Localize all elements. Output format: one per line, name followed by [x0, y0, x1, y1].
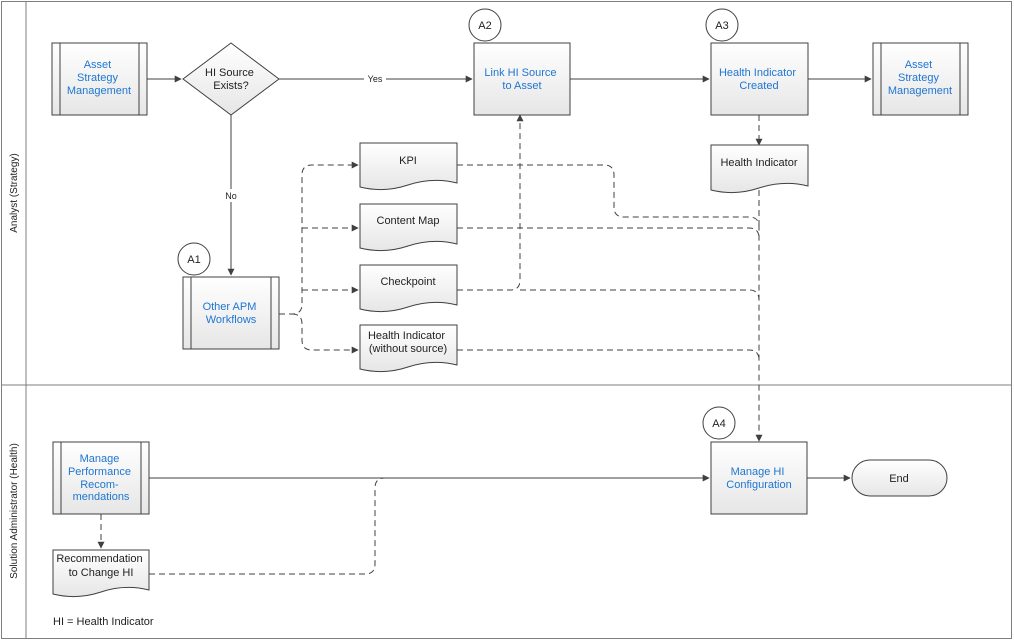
step-other-apm-workflows[interactable]: Other APM Workflows [182, 276, 280, 350]
document-checkpoint: Checkpoint [359, 264, 458, 313]
link-hi-line-2: to Asset [502, 80, 541, 92]
asm-left-line-1: Asset [84, 59, 112, 71]
asm-right-line-1: Asset [905, 59, 933, 71]
svg-text:Asset Strategy Man: Asset Strategy Management [888, 59, 952, 97]
checkpoint-label: Checkpoint [380, 276, 435, 288]
asm-left-line-2: Strategy [77, 72, 118, 84]
svg-text:A1: A1 [187, 254, 200, 266]
hi-created-line-1: Health Indicator [719, 67, 796, 79]
health-indicator-doc-label: Health Indicator [720, 157, 797, 169]
decision-line-1: HI Source [205, 67, 254, 79]
svg-text:Manage HI Configuration: Manage HI Configuration [726, 466, 791, 491]
lane-label-analyst: Analyst (Strategy) [9, 153, 20, 232]
manage-hi-line-1: Manage HI [731, 466, 785, 478]
other-apm-line-2: Workflows [206, 314, 257, 326]
svg-text:Health Indicator Created: Health Indicator Created [719, 67, 799, 92]
svg-text:Recommendation to Change: Recommendation to Change HI [56, 553, 145, 579]
edge-checkpoint-right [520, 289, 760, 301]
edge-hi-without-right [457, 349, 760, 361]
manage-perf-line-2: Performance [68, 466, 131, 478]
document-recommendation: Recommendation to Change HI [52, 549, 150, 598]
link-hi-line-1: Link HI Source [484, 67, 556, 79]
marker-a1: A1 [177, 242, 211, 276]
asm-right-line-2: Strategy [898, 72, 939, 84]
step-asset-strategy-management-right[interactable]: Asset Strategy Management [872, 42, 969, 116]
recommendation-line-2: to Change HI [69, 567, 134, 579]
terminator-end: End [851, 459, 948, 497]
footnote: HI = Health Indicator [53, 616, 154, 628]
edge-label-no: No [225, 191, 237, 201]
edge-apm-to-hi-without [291, 313, 359, 354]
hi-created-line-2: Created [739, 80, 778, 92]
manage-perf-line-4: mendations [73, 491, 130, 503]
document-content-map: Content Map [359, 203, 458, 252]
edge-checkpoint-to-link [457, 114, 524, 291]
step-asset-strategy-management-left[interactable]: Asset Strategy Management [51, 42, 148, 116]
marker-a3: A3 [705, 8, 739, 42]
svg-text:Other APM Workflows: Other APM Workflows [203, 301, 260, 326]
edge-content-map-right [457, 227, 760, 239]
document-hi-without-source: Health Indicator (without source) [359, 324, 458, 373]
svg-text:Manage Performance: Manage Performance Recom- mendations [68, 453, 134, 503]
manage-perf-line-1: Manage [80, 453, 120, 465]
decision-line-2: Exists? [213, 80, 248, 92]
document-kpi: KPI [359, 142, 458, 191]
svg-text:Health Indicator (withou: Health Indicator (without source) [368, 330, 448, 355]
edge-recommendation-to-flow [149, 477, 386, 575]
asm-left-line-3: Management [67, 85, 131, 97]
step-health-indicator-created[interactable]: Health Indicator Created [710, 42, 809, 116]
svg-text:A3: A3 [715, 20, 728, 32]
step-link-hi-source[interactable]: Link HI Source to Asset [473, 42, 571, 116]
svg-text:A4: A4 [712, 418, 725, 430]
asm-right-line-3: Management [888, 85, 952, 97]
edge-label-yes: Yes [368, 74, 383, 84]
marker-a4: A4 [702, 406, 736, 440]
svg-text:A2: A2 [478, 20, 491, 32]
lane-label-admin: Solution Administrator (Health) [9, 443, 20, 579]
manage-perf-line-3: Recom- [80, 479, 119, 491]
svg-text:HI Source Exists?: HI Source Exists? [205, 67, 257, 92]
recommendation-line-1: Recommendation [56, 553, 142, 565]
marker-a2: A2 [468, 8, 502, 42]
edge-kpi-to-manage-hi [457, 164, 763, 442]
dashed-connectors [97, 114, 763, 575]
step-manage-performance-recommendations[interactable]: Manage Performance Recom- mendations [52, 441, 150, 515]
hi-without-line-2: (without source) [369, 343, 447, 355]
hi-without-line-1: Health Indicator [368, 330, 445, 342]
content-map-label: Content Map [377, 215, 440, 227]
step-manage-hi-configuration[interactable]: Manage HI Configuration [710, 441, 808, 515]
manage-hi-line-2: Configuration [726, 479, 791, 491]
end-label: End [889, 473, 909, 485]
document-health-indicator: Health Indicator [710, 144, 809, 194]
kpi-label: KPI [399, 155, 417, 167]
other-apm-line-1: Other APM [203, 301, 257, 313]
svg-text:Asset Strategy Man: Asset Strategy Management [67, 59, 131, 97]
svg-text:Link HI Source to Asset: Link HI Source to Asset [484, 67, 559, 92]
edge-apm-trunk [279, 161, 359, 315]
decision-hi-source-exists: HI Source Exists? [182, 42, 280, 116]
